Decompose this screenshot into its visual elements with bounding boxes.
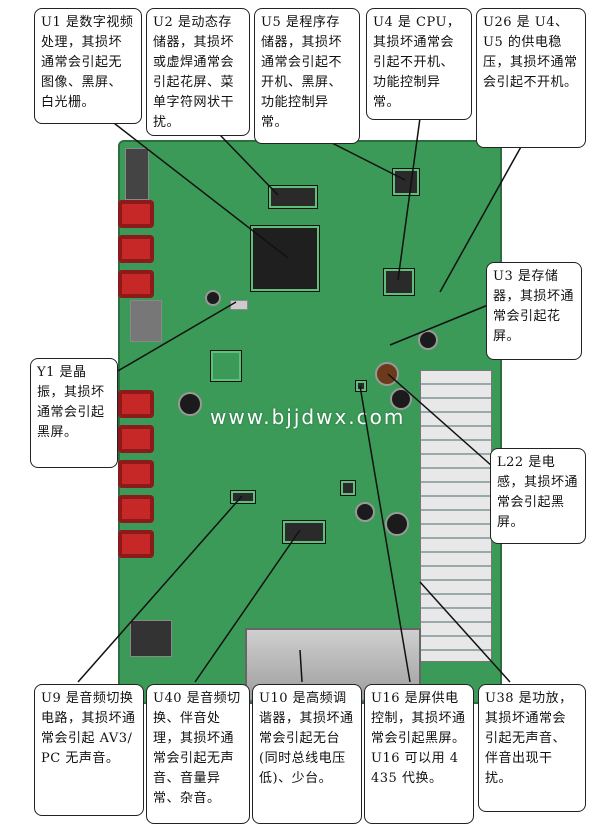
- capacitor: [418, 330, 438, 350]
- watermark-text: www.bjjdwx.com: [210, 405, 406, 429]
- chip-u5: [392, 168, 420, 196]
- leader-line-u4: [397, 117, 421, 281]
- inductor-l22: [375, 362, 399, 386]
- rca-jack: [118, 270, 154, 298]
- leader-line-u9: [77, 495, 243, 683]
- capacitor: [385, 512, 409, 536]
- callout-u26: U26 是 U4、U5 的供电稳压，其损坏通常会引起不开机。: [476, 8, 586, 148]
- capacitor: [390, 388, 412, 410]
- chip-small: [340, 480, 356, 496]
- callout-u4: U4 是 CPU，其损坏通常会引起不开机、功能控制异常。: [366, 8, 472, 120]
- capacitor: [205, 290, 221, 306]
- callout-u10: U10 是高频调谐器，其损坏通常会引起无台(同时总线电压低)、少台。: [252, 684, 362, 824]
- rca-jack: [118, 425, 154, 453]
- leader-line-y1: [115, 301, 237, 373]
- chip-u9: [230, 490, 256, 504]
- callout-y1: Y1 是晶振，其损坏通常会引起黑屏。: [30, 358, 118, 468]
- leader-line-l22: [387, 373, 493, 467]
- heatsink: [420, 370, 492, 662]
- callout-u2: U2 是动态存储器，其损坏或虚焊通常会引起花屏、菜单字符网状干扰。: [146, 8, 250, 136]
- leader-line-u2: [219, 134, 279, 196]
- leader-line-u16: [359, 385, 411, 683]
- leader-line-u3: [389, 304, 489, 346]
- power-connector: [130, 620, 172, 657]
- callout-u1: U1 是数字视频处理，其损坏通常会引起无图像、黑屏、白光栅。: [34, 8, 142, 124]
- scart-connector: [130, 300, 162, 342]
- vga-connector: [125, 148, 149, 200]
- chip-u1: [250, 225, 320, 292]
- chip-u40: [282, 520, 326, 544]
- capacitor: [355, 502, 375, 522]
- callout-u38: U38 是功放，其损坏通常会引起无声音、伴音出现干扰。: [478, 684, 586, 812]
- callout-u16: U16 是屏供电控制，其损坏通常会引起黑屏。U16 可以用 4435 代换。: [364, 684, 474, 824]
- leader-line-u40: [194, 529, 301, 683]
- callout-l22: L22 是电感，其损坏通常会引起黑屏。: [490, 448, 586, 544]
- callout-u3: U3 是存储器，其损坏通常会引起花屏。: [486, 262, 582, 360]
- callout-u40: U40 是音频切换、伴音处理，其损坏通常会引起无声音、音量异常、杂音。: [146, 684, 250, 824]
- capacitor: [178, 392, 202, 416]
- rca-jack: [118, 235, 154, 263]
- leader-line-u5: [329, 141, 406, 181]
- rca-jack: [118, 460, 154, 488]
- rca-jack: [118, 495, 154, 523]
- rca-jack: [118, 390, 154, 418]
- leader-line-u26: [439, 144, 523, 293]
- rca-jack: [118, 530, 154, 558]
- callout-u9: U9 是音频切换电路，其损坏通常会引起 AV3/PC 无声音。: [34, 684, 144, 816]
- chip-small: [210, 350, 242, 382]
- chip-u2: [268, 185, 318, 209]
- leader-line-u10: [299, 649, 303, 683]
- rca-jack: [118, 200, 154, 228]
- callout-u5: U5 是程序存储器，其损坏通常会引起不开机、黑屏、功能控制异常。: [254, 8, 360, 144]
- leader-line-u38: [419, 581, 511, 683]
- leader-line-u1: [109, 119, 289, 259]
